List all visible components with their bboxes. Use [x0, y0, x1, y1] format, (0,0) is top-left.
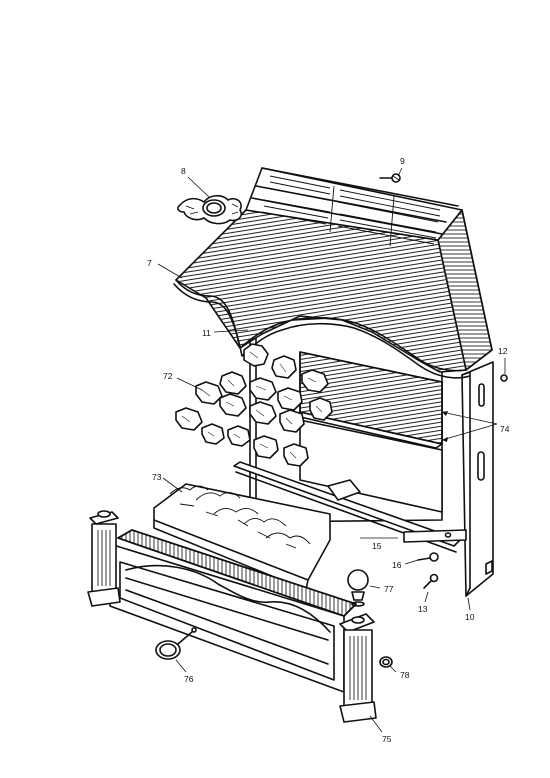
- callout-11: 11: [202, 328, 211, 338]
- callout-78: 78: [400, 670, 410, 680]
- callout-74: 74: [500, 424, 510, 434]
- callout-16: 16: [392, 560, 402, 570]
- left-pillar: [87, 510, 121, 607]
- leader-lines: [157, 167, 506, 733]
- fixing-bracket: [403, 529, 467, 543]
- screws: [417, 374, 508, 589]
- spark-ring: [155, 627, 197, 660]
- callout-72: 72: [163, 371, 173, 381]
- control-knob: [347, 569, 369, 607]
- callout-73: 73: [152, 472, 162, 482]
- callout-12: 12: [498, 346, 508, 356]
- callout-76: 76: [184, 674, 194, 684]
- fuel-coals: [175, 343, 333, 467]
- nut: [379, 656, 393, 668]
- right-pillar: [339, 613, 377, 723]
- callout-15: 15: [372, 541, 382, 551]
- canopy-hood: [173, 167, 493, 379]
- callout-8: 8: [181, 166, 186, 176]
- callout-7: 7: [147, 258, 152, 268]
- side-panel: [461, 361, 494, 597]
- callout-77: 77: [384, 584, 394, 594]
- callout-13: 13: [418, 604, 428, 614]
- callout-75: 75: [382, 734, 392, 744]
- front-fret: [109, 529, 357, 693]
- callout-10: 10: [465, 612, 475, 622]
- decorative-motif: [177, 194, 243, 225]
- screw: [379, 173, 401, 183]
- callout-labels: 9 8 7 11 12 72 74 73 16 15 77 13 10 76 7…: [147, 156, 510, 744]
- callout-9: 9: [400, 156, 405, 166]
